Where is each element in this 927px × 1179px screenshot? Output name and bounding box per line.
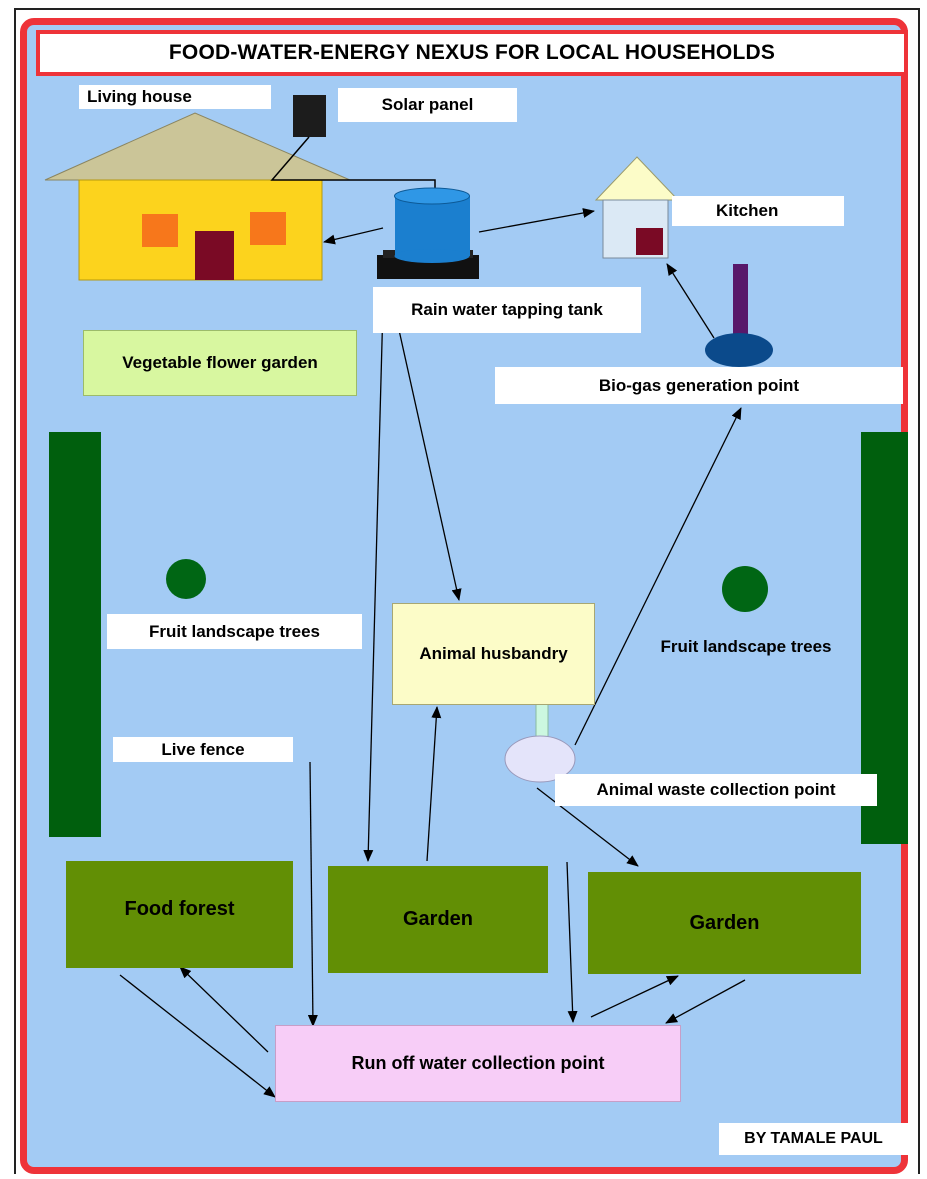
waste-pit-icon [504,735,576,783]
outer-frame [14,8,920,1174]
solar-panel-icon [293,95,326,137]
author-credit: BY TAMALE PAUL [719,1123,908,1155]
water-tank-icon [377,187,479,279]
arrow-tank-to-garden [363,304,384,862]
garden-right-box: Garden [588,872,861,974]
animal-waste-label: Animal waste collection point [555,774,877,806]
rain-tank-label: Rain water tapping tank [373,287,641,333]
live-fence-left [49,432,101,837]
living-house-icon [44,112,351,281]
runoff-collection-box: Run off water collection point [275,1025,681,1102]
arrow-garden-to-runoff [566,861,578,1023]
kitchen-icon [594,156,680,259]
arrow-tank-to-kitchen [478,208,595,233]
animal-husbandry-box: Animal husbandry [392,603,595,705]
live-fence-label: Live fence [113,737,293,762]
arrow-garden-right-to-runoff [665,979,746,1024]
arrow-fence-to-runoff [307,761,318,1027]
arrow-garden-to-husbandry [426,706,442,862]
garden-center-box: Garden [328,866,548,973]
tree-icon-right [722,566,768,612]
diagram-title: FOOD-WATER-ENERGY NEXUS FOR LOCAL HOUSEH… [36,30,908,76]
arrow-runoff-to-foodforest [179,966,269,1053]
arrow-waste-to-biogas [574,407,742,746]
arrow-biogas-to-kitchen [666,263,715,339]
tree-icon-left [166,559,206,599]
fruit-trees-right-label: Fruit landscape trees [660,637,832,656]
food-forest-box: Food forest [66,861,293,968]
arrow-runoff-to-garden-right [590,975,679,1018]
biogas-digester-icon [705,264,773,367]
biogas-label: Bio-gas generation point [495,367,903,404]
arrow-foodforest-to-runoff [119,974,276,1098]
arrow-waste-to-garden [536,787,639,867]
living-house-label: Living house [79,85,271,109]
kitchen-label: Kitchen [672,196,844,226]
fruit-trees-left-label: Fruit landscape trees [107,614,362,649]
vegetable-garden-box: Vegetable flower garden [83,330,357,396]
solar-wire [270,136,436,194]
arrow-tank-to-house [323,227,384,245]
arrow-tank-to-husbandry [396,320,462,601]
solar-panel-label: Solar panel [338,88,517,122]
